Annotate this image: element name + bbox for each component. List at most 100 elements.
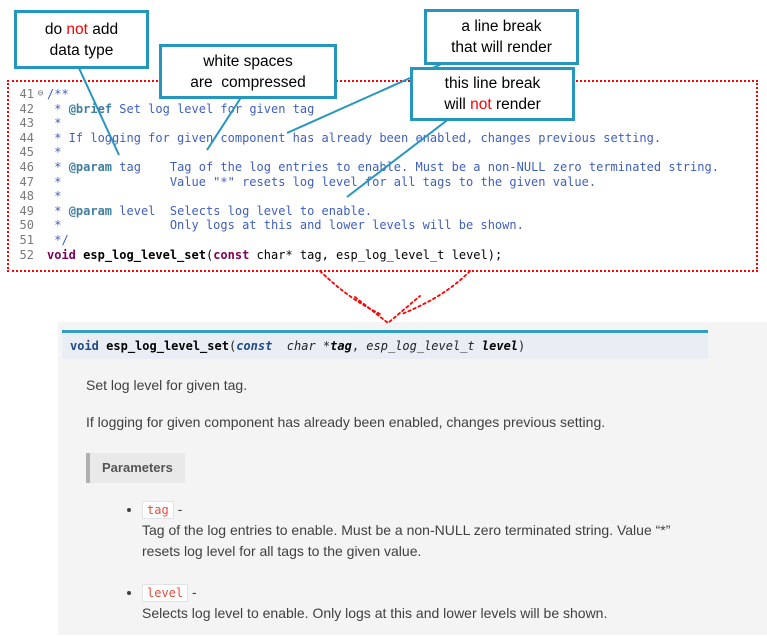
line-number: 41: [19, 87, 34, 101]
code-lines: 41⊖/**42 * @brief Set log level for give…: [15, 87, 719, 262]
code-line: 50 * Only logs at this and lower levels …: [15, 218, 719, 233]
line-number: 47: [19, 174, 34, 189]
param-description: Tag of the log entries to enable. Must b…: [142, 521, 671, 559]
callout-text: do not add: [45, 19, 118, 40]
code-line: 41⊖/**: [15, 87, 719, 102]
code-token: esp_log_level_set: [83, 247, 206, 262]
token: not: [470, 96, 492, 113]
param-item: tag - Tag of the log entries to enable. …: [142, 499, 726, 562]
code-token: (: [205, 247, 214, 262]
fold-spacer: [34, 218, 47, 233]
code-token: level Selects log level to enable.: [112, 203, 373, 218]
param-separator: -: [173, 500, 187, 517]
code-text: * If logging for given component has alr…: [47, 131, 661, 146]
fold-spacer: [34, 204, 47, 219]
parameter-list: tag - Tag of the log entries to enable. …: [86, 499, 726, 624]
param-head: tag -: [142, 499, 726, 520]
callout-text: this line break: [445, 73, 541, 94]
token: esp_log_level_set: [106, 339, 229, 353]
code-text: /**: [47, 87, 69, 102]
code-text: * @param tag Tag of the log entries to e…: [47, 160, 719, 175]
code-text: *: [47, 116, 61, 131]
token: this line break: [444, 75, 541, 92]
token: const: [236, 339, 273, 353]
code-token: *: [47, 101, 69, 116]
line-number: 51: [19, 232, 34, 247]
callout-text: data type: [50, 40, 114, 61]
code-line: 51 */: [15, 233, 719, 248]
token: ): [518, 339, 526, 353]
line-number: 42: [19, 101, 34, 116]
token: void: [70, 339, 99, 353]
code-token: *: [47, 116, 62, 131]
docs-body: Set log level for given tag. If logging …: [86, 375, 726, 624]
param-separator: -: [188, 583, 201, 600]
token: [475, 339, 482, 353]
token: will: [444, 96, 471, 113]
token: char: [286, 339, 316, 353]
code-line: 43 *: [15, 116, 719, 131]
code-editor: 41⊖/**42 * @brief Set log level for give…: [7, 80, 758, 272]
token: level: [481, 339, 519, 353]
token: not: [66, 20, 88, 38]
render-flow-arrow: [319, 270, 381, 315]
code-line: 44 * If logging for given component has …: [15, 131, 719, 146]
render-flow-arrow: [401, 270, 471, 315]
fold-spacer: [34, 248, 47, 263]
rendered-docs-panel: void esp_log_level_set(const char *tag, …: [58, 322, 767, 635]
function-signature: void esp_log_level_set(const char *tag, …: [62, 330, 708, 359]
code-token: @brief: [68, 101, 113, 116]
code-line: 42 * @brief Set log level for given tag: [15, 102, 719, 117]
code-text: * @param level Selects log level to enab…: [47, 204, 372, 219]
code-line: 45 *: [15, 145, 719, 160]
line-number: 45: [19, 145, 34, 160]
code-token: Set log level for given tag: [112, 101, 315, 116]
token: tag: [330, 339, 352, 353]
code-text: * @brief Set log level for given tag: [47, 102, 314, 117]
code-token: const: [213, 247, 250, 262]
line-number: 52: [19, 247, 34, 262]
code-token: *: [47, 203, 69, 218]
brief-text: Set log level for given tag.: [86, 377, 248, 393]
code-line: 47 * Value "*" resets log level for all …: [15, 175, 719, 190]
code-token: */: [47, 232, 69, 247]
token: *: [315, 339, 331, 353]
token: do: [44, 20, 67, 38]
line-number: 44: [19, 130, 34, 145]
token: are compressed: [190, 73, 306, 91]
code-text: * Only logs at this and lower levels wil…: [47, 218, 524, 233]
line-number: 48: [19, 189, 34, 204]
code-text: void esp_log_level_set(const char* tag, …: [47, 248, 502, 263]
code-text: * Value "*" resets log level for all tag…: [47, 175, 596, 190]
code-token: tag Tag of the log entries to enable. Mu…: [112, 159, 719, 174]
code-token: /**: [47, 87, 69, 101]
code-token: * Value "*" resets log level for all tag…: [47, 174, 597, 189]
fold-spacer: [34, 116, 47, 131]
code-token: void: [47, 247, 76, 262]
callout-text: a line break: [461, 16, 541, 37]
callout-text: are compressed: [190, 72, 305, 93]
fold-spacer: [34, 102, 47, 117]
line-number: 50: [19, 218, 34, 233]
callout-no-data-type: do not add data type: [14, 10, 149, 69]
fold-spacer: [34, 131, 47, 146]
render-flow-arrowhead-icon: [354, 295, 421, 325]
token: white spaces: [203, 52, 293, 70]
param-description: Selects log level to enable. Only logs a…: [142, 604, 608, 621]
code-token: @param: [68, 159, 113, 174]
token: render: [491, 96, 541, 113]
code-token: @param: [68, 203, 113, 218]
token: a line break: [461, 18, 542, 35]
token: esp_log_level_t: [366, 339, 475, 353]
code-token: * If logging for given component has alr…: [47, 130, 662, 145]
fold-spacer: [34, 189, 47, 204]
code-token: *: [47, 189, 62, 204]
parameters-heading: Parameters: [86, 453, 185, 483]
code-token: * Only logs at this and lower levels wil…: [47, 218, 524, 233]
fold-spacer: [34, 233, 47, 248]
code-text: */: [47, 232, 69, 248]
callout-line-break-renders: a line break that will render: [424, 9, 579, 65]
code-token: *: [47, 145, 62, 160]
fold-marker-icon[interactable]: ⊖: [37, 88, 44, 99]
